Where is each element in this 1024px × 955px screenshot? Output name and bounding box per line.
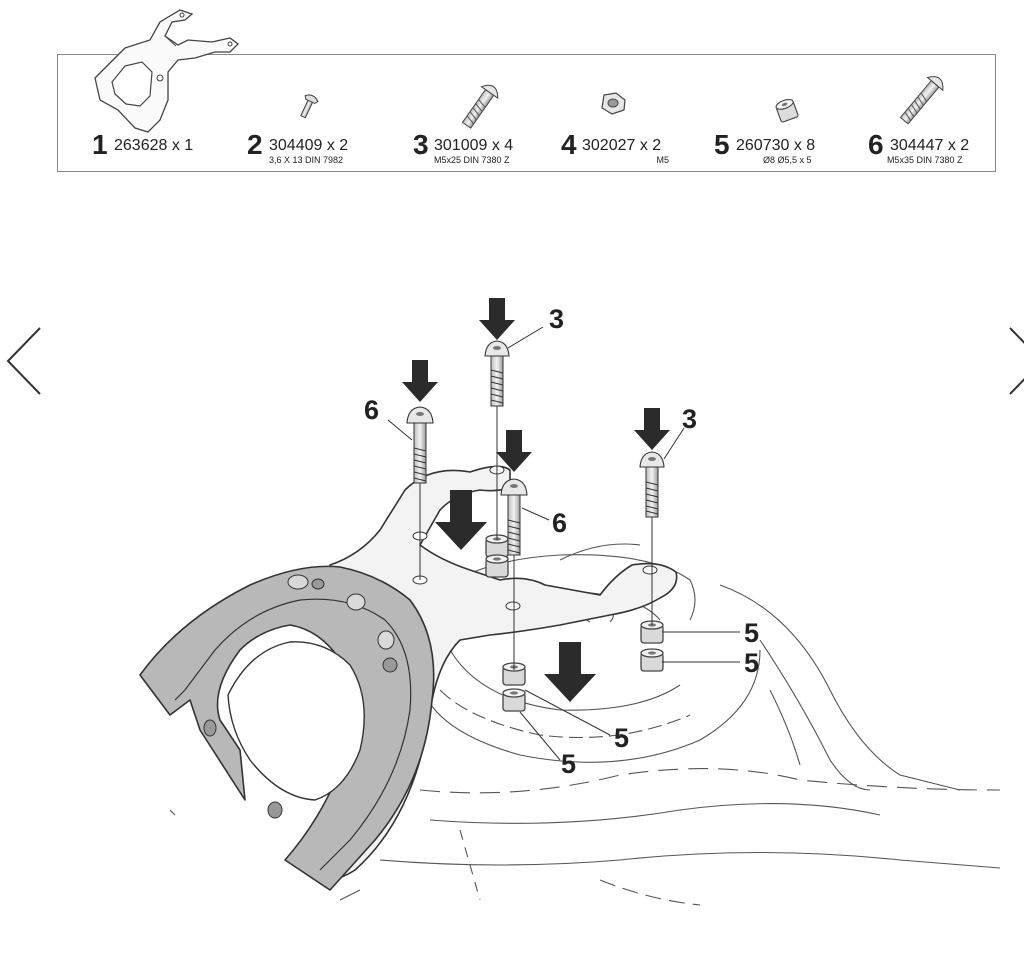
spacer-part — [502, 688, 526, 712]
bracket-plate-icon — [94, 9, 239, 133]
part-number: 5 — [714, 129, 730, 160]
bolt-icon — [461, 84, 499, 129]
next-image-button[interactable] — [1006, 326, 1024, 396]
down-arrow-icon — [402, 360, 438, 402]
callout-label: 6 — [364, 395, 379, 425]
chevron-left-icon — [6, 327, 41, 395]
part-number: 4 — [561, 129, 577, 160]
callout-label: 5 — [744, 618, 759, 648]
part-spec: Ø8 Ø5,5 x 5 — [763, 155, 812, 165]
part-spec: M5x25 DIN 7380 Z — [434, 155, 510, 165]
part-spec: M5x35 DIN 7380 Z — [887, 155, 963, 165]
part-spec: M5 — [656, 155, 669, 165]
part-item-5: 5 260730 x 8 Ø8 Ø5,5 x 5 — [703, 55, 853, 171]
bolt-part — [500, 478, 528, 670]
down-arrow-icon — [634, 408, 670, 450]
part-item-6: 6 304447 x 2 M5x35 DIN 7380 Z — [853, 55, 995, 171]
callout-label: 5 — [744, 648, 759, 678]
callout-label: 3 — [549, 304, 564, 334]
callout-label: 6 — [552, 508, 567, 538]
part-number: 2 — [247, 129, 263, 160]
part-item-4: 4 302027 x 2 M5 — [553, 55, 703, 171]
part-number: 3 — [413, 129, 429, 160]
bolt-part — [639, 451, 665, 625]
bolt-part — [406, 406, 434, 580]
spacer-part — [640, 648, 664, 672]
bolt-part — [484, 340, 510, 540]
tank-outline — [169, 543, 1001, 906]
parts-list: 1 263628 x 1 2 304409 x 2 3,6 X 13 DIN 7… — [57, 54, 996, 172]
part-code: 302027 x 2 — [582, 137, 662, 154]
part-number: 6 — [868, 129, 884, 160]
callout-label: 5 — [561, 749, 576, 779]
long-bolt-icon — [899, 76, 944, 125]
part-code: 263628 x 1 — [114, 137, 194, 154]
part-spec: 3,6 X 13 DIN 7982 — [269, 155, 344, 165]
leader-lines — [387, 326, 740, 761]
chevron-right-icon — [1009, 327, 1024, 395]
nut-icon — [601, 92, 626, 115]
spacer-part — [485, 554, 509, 578]
callout-label: 3 — [682, 404, 697, 434]
down-arrow-icon — [544, 642, 596, 702]
screw-icon — [300, 94, 319, 119]
part-item-3: 3 301009 x 4 M5x25 DIN 7380 Z — [403, 55, 553, 171]
callout-label: 5 — [614, 723, 629, 753]
part-code: 304447 x 2 — [890, 137, 970, 154]
down-arrow-icon — [479, 298, 515, 340]
part-item-1: 1 263628 x 1 — [58, 55, 238, 171]
spacer-icon — [775, 99, 799, 123]
part-number: 1 — [92, 129, 108, 160]
part-code: 260730 x 8 — [736, 137, 816, 154]
part-item-2: 2 304409 x 2 3,6 X 13 DIN 7982 — [238, 55, 403, 171]
down-arrow-icon — [496, 430, 532, 472]
tank-ring-bracket — [139, 465, 678, 891]
part-code: 301009 x 4 — [434, 137, 514, 154]
part-code: 304409 x 2 — [269, 137, 349, 154]
previous-image-button[interactable] — [4, 326, 44, 396]
